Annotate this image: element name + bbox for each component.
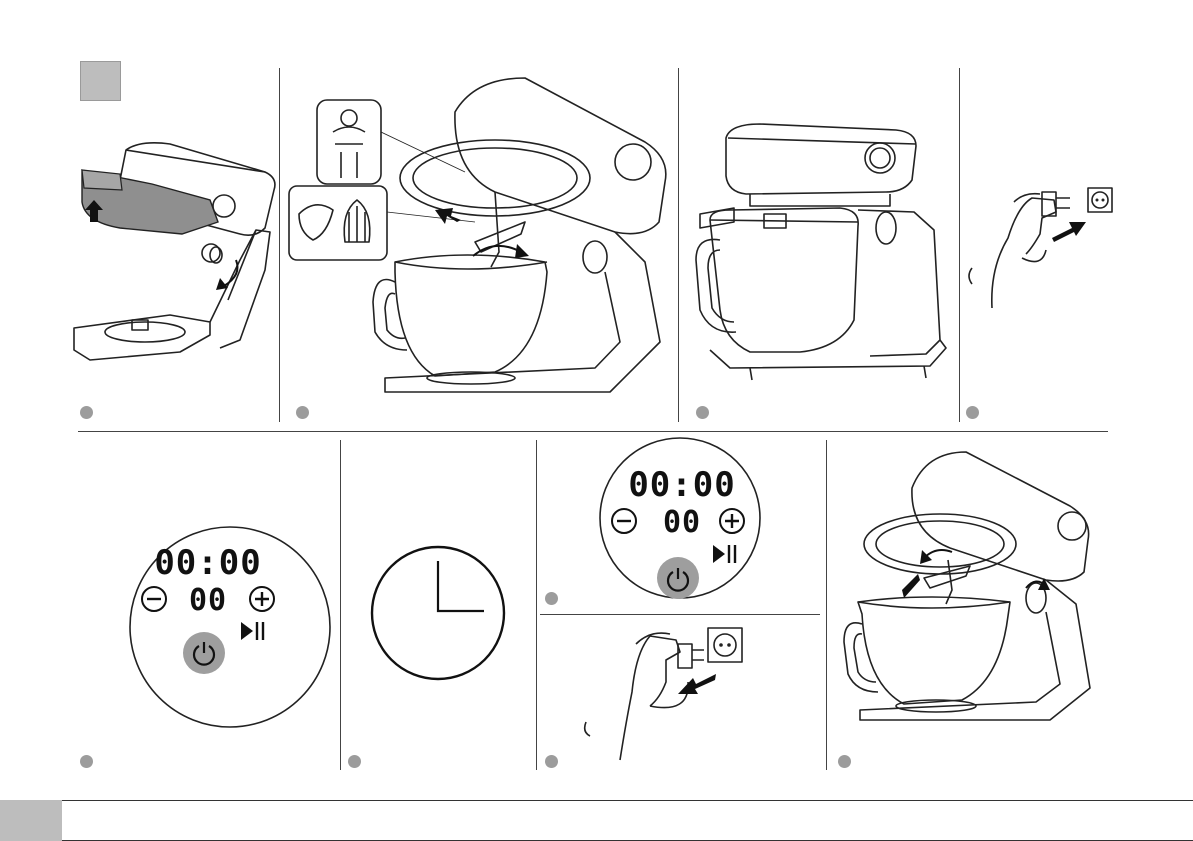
mixer-remove-tool-illustration [840, 448, 1105, 748]
plug-in-illustration [962, 178, 1112, 318]
step-marker [545, 592, 558, 605]
step-marker [348, 755, 361, 768]
footer-bar [0, 800, 1193, 841]
power-icon[interactable] [191, 640, 217, 666]
mixer-insert-tool-illustration [285, 72, 680, 417]
mixer-assembled-illustration [690, 110, 950, 390]
plus-icon[interactable] [718, 507, 746, 535]
step-marker [545, 755, 558, 768]
speed-display: 00 [178, 583, 238, 618]
row-divider [78, 431, 1108, 432]
step-marker [838, 755, 851, 768]
play-pause-icon[interactable] [711, 543, 739, 565]
panel-divider [959, 68, 960, 422]
minus-icon[interactable] [610, 507, 638, 535]
unplug-illustration [580, 622, 760, 762]
step-marker [80, 755, 93, 768]
step-marker [966, 406, 979, 419]
step-marker [696, 406, 709, 419]
panel-divider [826, 440, 827, 770]
section-badge [80, 61, 121, 101]
plus-icon[interactable] [248, 585, 276, 613]
step-marker [80, 406, 93, 419]
play-pause-icon[interactable] [239, 620, 267, 642]
speed-display: 00 [652, 505, 712, 540]
power-icon[interactable] [665, 566, 691, 592]
panel-divider [536, 440, 537, 770]
timer-display: 00:00 [148, 543, 268, 583]
footer-tab [0, 800, 62, 841]
timer-display: 00:00 [622, 465, 742, 505]
panel-divider [340, 440, 341, 770]
mixer-splash-guard-illustration [60, 110, 280, 390]
subpanel-divider [540, 614, 820, 615]
minus-icon[interactable] [140, 585, 168, 613]
clock-icon [370, 545, 506, 681]
